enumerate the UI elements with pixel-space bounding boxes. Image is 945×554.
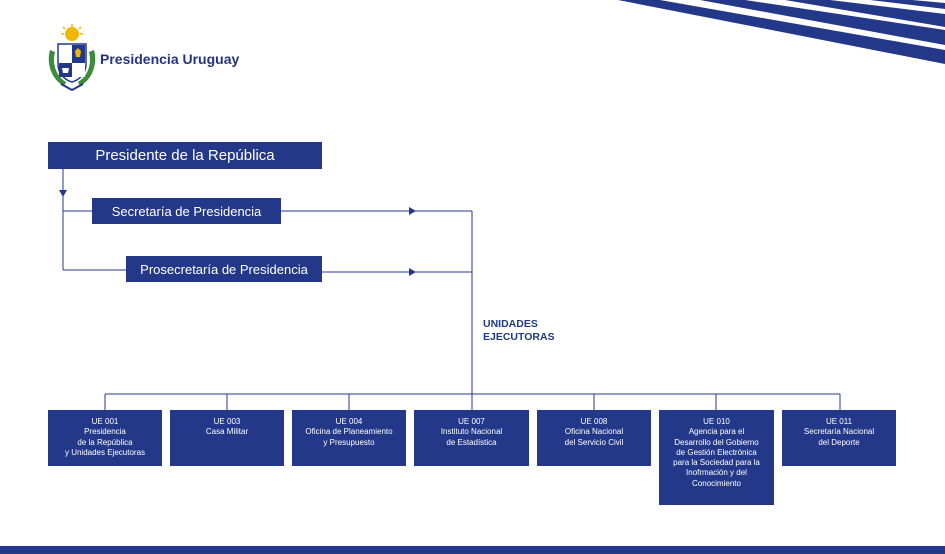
unit-ue-001[interactable]: UE 001 Presidencia de la República y Uni… [48, 410, 162, 466]
unit-name: Casa Militar [205, 427, 249, 437]
footer-bar [0, 546, 945, 554]
node-prosecretaria[interactable]: Prosecretaría de Presidencia [126, 256, 322, 282]
node-label: Prosecretaría de Presidencia [140, 261, 308, 277]
unit-name: Instituto Nacional de Estadística [440, 427, 503, 447]
unit-ue-004[interactable]: UE 004 Oficina de Planeamiento y Presupu… [292, 410, 406, 466]
unit-code: UE 010 [703, 417, 730, 426]
unit-ue-008[interactable]: UE 008 Oficina Nacional del Servicio Civ… [537, 410, 651, 466]
arrow-down-icon [59, 190, 67, 197]
unit-name: Oficina de Planeamiento y Presupuesto [305, 427, 393, 447]
unit-code: UE 003 [213, 417, 241, 426]
brand-name[interactable]: Presidencia Uruguay [100, 51, 240, 67]
unit-ue-010[interactable]: UE 010 Agencia para el Desarrollo del Go… [659, 410, 774, 505]
unit-code: UE 007 [458, 417, 485, 426]
arrow-right-icon [409, 207, 416, 215]
arrow-right-icon [409, 268, 416, 276]
unit-name: Oficina Nacional del Servicio Civil [564, 427, 624, 447]
coat-of-arms-logo [48, 24, 96, 92]
unit-code: UE 011 [825, 417, 853, 426]
group-label-unidades-ejecutoras: UNIDADES EJECUTORAS [483, 318, 555, 343]
unit-code: UE 004 [335, 417, 363, 426]
unit-ue-007[interactable]: UE 007 Instituto Nacional de Estadística [414, 410, 529, 466]
unit-code: UE 008 [580, 417, 608, 426]
unit-ue-003[interactable]: UE 003 Casa Militar [170, 410, 284, 466]
unit-ue-011[interactable]: UE 011 Secretaría Nacional del Deporte [782, 410, 896, 466]
unit-name: Agencia para el Desarrollo del Gobierno … [673, 427, 760, 488]
unit-name: Secretaría Nacional del Deporte [803, 427, 875, 447]
node-president[interactable]: Presidente de la República [48, 142, 322, 169]
node-secretaria[interactable]: Secretaría de Presidencia [92, 198, 281, 224]
node-label: Secretaría de Presidencia [111, 203, 262, 219]
unit-code: UE 001 [91, 417, 119, 426]
node-label: Presidente de la República [95, 147, 275, 164]
unit-name: Presidencia de la República y Unidades E… [64, 427, 146, 457]
